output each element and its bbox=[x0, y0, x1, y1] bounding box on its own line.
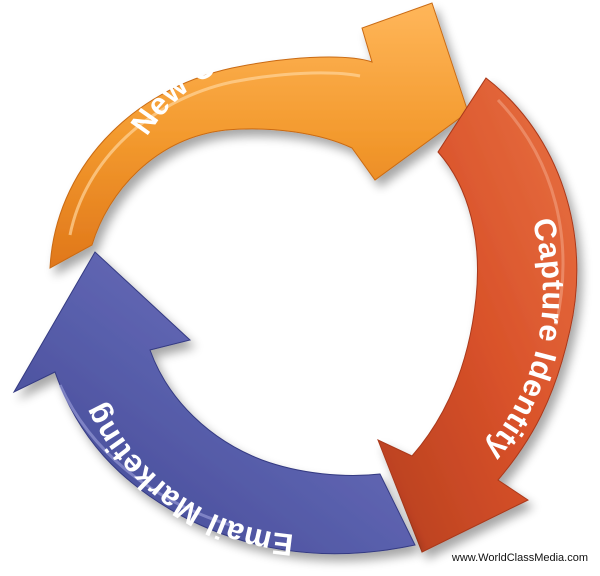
email-marketing-arrow bbox=[12, 251, 416, 555]
email-marketing-arrow-highlight bbox=[58, 384, 231, 527]
capture-identity-arrow-highlight bbox=[496, 98, 565, 326]
site-credit: www.WorldClassMedia.com bbox=[451, 552, 588, 564]
email-marketing-arrow-shape bbox=[12, 251, 416, 555]
capture-identity-arrow bbox=[377, 77, 578, 553]
new-content-arrow-highlight bbox=[68, 71, 361, 236]
new-content-arrow-shape bbox=[49, 2, 469, 269]
capture-identity-arrow-shape bbox=[377, 77, 578, 553]
new-content-arrow bbox=[49, 2, 469, 269]
